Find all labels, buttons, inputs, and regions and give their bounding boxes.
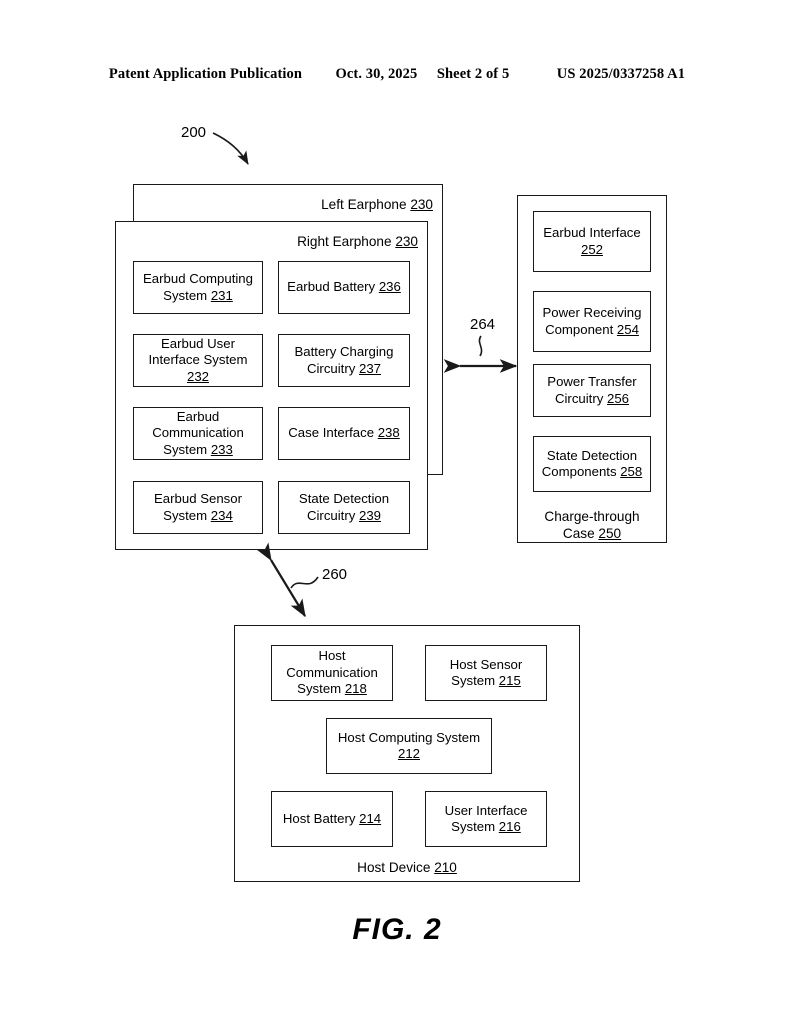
reference-numeral-264: 264 bbox=[470, 316, 496, 333]
component-ref-num: 212 bbox=[397, 746, 420, 761]
leader-squiggle-264 bbox=[478, 335, 483, 357]
component-ref-num: 215 bbox=[498, 673, 521, 688]
component-ref-num: 218 bbox=[344, 681, 367, 697]
component-ref-num: 256 bbox=[607, 390, 630, 406]
charge-case-title-line-1: Charge-through bbox=[544, 509, 640, 524]
component-ref-num: 239 bbox=[359, 507, 382, 523]
reference-numeral-260: 260 bbox=[322, 566, 348, 583]
header-publication-label: Patent Application Publication bbox=[108, 66, 303, 82]
host-device-title: Host Device 210 bbox=[234, 859, 580, 876]
right-earphone-ref-num: 230 bbox=[395, 234, 418, 249]
component-ref-num: 232 bbox=[186, 368, 209, 384]
charge-through-case-title: Charge-through Case 250 bbox=[517, 508, 667, 542]
component-ref-num: 252 bbox=[580, 241, 603, 257]
leader-arrow-200 bbox=[212, 132, 249, 165]
component-ref-num: 214 bbox=[359, 810, 382, 826]
connector-arrow-260 bbox=[256, 542, 306, 618]
charge-case-ref-num: 250 bbox=[598, 526, 622, 541]
component-earbud-battery: Earbud Battery 236 bbox=[278, 261, 410, 314]
component-host-battery: Host Battery 214 bbox=[271, 791, 393, 847]
component-ref-num: 237 bbox=[359, 360, 382, 376]
figure-caption: FIG. 2 bbox=[352, 913, 442, 946]
component-ref-num: 216 bbox=[498, 819, 521, 834]
component-ref-num: 238 bbox=[377, 425, 400, 441]
component-ref-num: 236 bbox=[378, 279, 401, 295]
left-earphone-title: Left Earphone 230 bbox=[293, 196, 433, 213]
right-earphone-title: Right Earphone 230 bbox=[278, 233, 418, 250]
right-earphone-title-text: Right Earphone bbox=[297, 234, 392, 249]
host-device-title-text: Host Device bbox=[357, 860, 431, 875]
component-label: Case Interface 238 bbox=[288, 425, 400, 441]
component-label: Earbud Battery 236 bbox=[287, 279, 401, 295]
leader-squiggle-260 bbox=[290, 576, 319, 589]
charge-case-title-line-2: Case bbox=[562, 526, 595, 541]
component-ref-num: 233 bbox=[210, 441, 233, 457]
component-ref-num: 258 bbox=[620, 464, 643, 479]
header-publication-number: US 2025/0337258 A1 bbox=[556, 66, 686, 82]
header-sheet-number: Sheet 2 of 5 bbox=[436, 66, 510, 82]
left-earphone-title-text: Left Earphone bbox=[321, 197, 407, 212]
component-ref-num: 231 bbox=[210, 287, 233, 303]
publication-header: Patent Application Publication Oct. 30, … bbox=[0, 66, 794, 83]
component-ref-num: 234 bbox=[210, 507, 233, 523]
component-label: Host Battery 214 bbox=[282, 810, 382, 826]
left-earphone-ref-num: 230 bbox=[410, 197, 433, 212]
header-date: Oct. 30, 2025 bbox=[335, 66, 418, 82]
reference-numeral-200: 200 bbox=[181, 124, 207, 141]
host-device-ref-num: 210 bbox=[434, 860, 457, 875]
component-case-interface: Case Interface 238 bbox=[278, 407, 410, 460]
component-ref-num: 254 bbox=[616, 321, 639, 337]
